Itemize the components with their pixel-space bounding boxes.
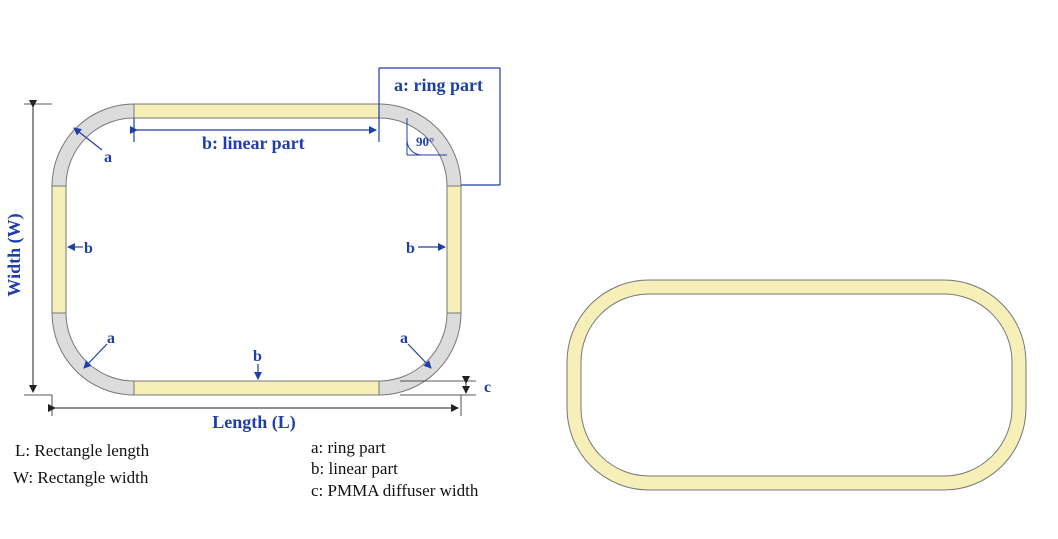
label-a-top-left: a (104, 149, 112, 166)
annotations: a: ring part b: linear part 90° a a a b … (4, 67, 501, 433)
legend-c: c: PMMA diffuser width (311, 481, 479, 500)
label-width: Width (W) (4, 213, 25, 296)
left-frame (51, 103, 462, 396)
diffuser-ring (566, 279, 1027, 491)
legend-a: a: ring part (311, 438, 386, 457)
label-a-bottom-right: a (400, 330, 408, 347)
label-a-bottom-left: a (107, 330, 115, 347)
right-frame (566, 279, 1027, 491)
ring-part-bottom-right (378, 312, 462, 396)
label-b-bottom: b (253, 348, 262, 365)
legend-L: L: Rectangle length (15, 441, 150, 460)
linear-part-top (133, 103, 380, 119)
label-linear-part-top: b: linear part (202, 133, 305, 153)
label-length: Length (L) (212, 412, 296, 433)
label-c: c (484, 379, 491, 396)
angle-arc (406, 139, 423, 156)
linear-part-right (446, 185, 462, 314)
linear-part-bottom (133, 380, 380, 396)
linear-part-left (51, 185, 67, 314)
label-b-left: b (84, 240, 93, 257)
label-ring-part-top: a: ring part (394, 75, 483, 95)
label-b-right: b (406, 240, 415, 257)
ring-part-bottom-left (51, 312, 135, 396)
legend-b: b: linear part (311, 459, 398, 478)
legend-W: W: Rectangle width (13, 468, 149, 487)
ring-part-top-left (51, 103, 135, 187)
label-angle: 90° (416, 134, 434, 149)
